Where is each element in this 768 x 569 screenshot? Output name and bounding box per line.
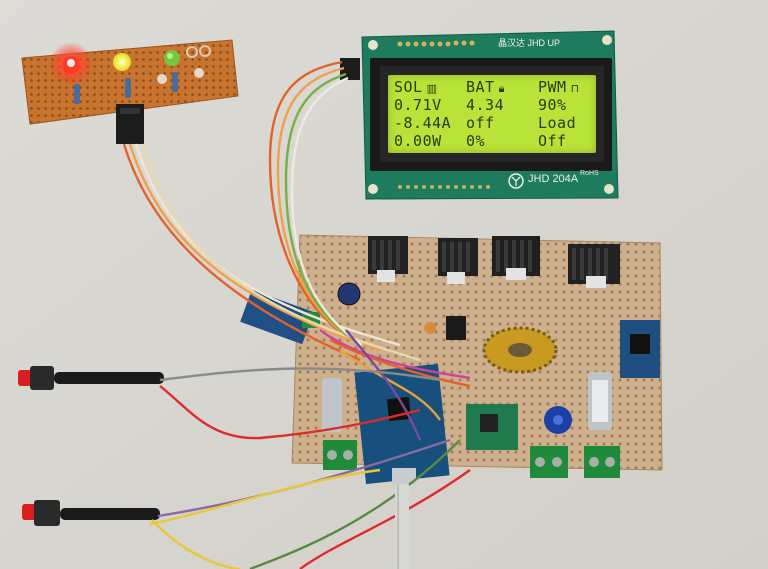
lcd-solar-power: 0.00W: [394, 132, 442, 150]
lcd-battery-percent: 0%: [466, 132, 486, 150]
lock-icon: 🔒︎: [498, 82, 505, 95]
yellow-led: [113, 53, 131, 71]
button-bottom-wires: [149, 438, 471, 569]
lcd-load-label: Load: [538, 114, 577, 132]
fuse-holder: [322, 378, 342, 432]
pwm-wave-icon: ⊓: [570, 82, 580, 95]
lcd-pwm-value: 90%: [538, 96, 567, 114]
rohs-label: RoHS: [580, 170, 599, 177]
lcd-load-state: Off: [538, 132, 567, 150]
usb-port: [392, 468, 416, 484]
button-top-wires: [159, 367, 441, 440]
terminal-block: [584, 446, 620, 478]
manufacturer-logo: [508, 173, 524, 189]
push-button-top[interactable]: [18, 366, 164, 390]
heatsink: [492, 236, 540, 280]
led-board: [21, 39, 239, 144]
lcd-top-silkscreen: 晶汉达 JHD UP: [498, 38, 561, 48]
battery-icon: ▥: [426, 82, 438, 95]
terminal-block: [323, 440, 357, 470]
heatsink: [568, 244, 620, 288]
main-perfboard: [240, 234, 663, 485]
lcd-solar-current: -8.44A: [394, 114, 452, 132]
sensor-module: [240, 289, 314, 345]
resistor: [172, 72, 178, 92]
heatsink: [368, 236, 408, 282]
lcd-row-3: -8.44A off Load: [394, 114, 603, 132]
ic-chip: [446, 316, 466, 340]
terminal-block: [530, 446, 568, 478]
electrolytic-capacitor: [337, 282, 361, 306]
lcd-wires: [268, 60, 363, 346]
board-wires: [319, 329, 471, 441]
resistor: [125, 78, 131, 98]
ceramic-capacitor: [424, 322, 436, 334]
lcd-battery-voltage: 4.34: [466, 96, 505, 114]
lcd-text-sol: SOL: [394, 78, 423, 96]
push-button-bottom[interactable]: [22, 500, 160, 526]
lcd-model-label: JHD 204A: [528, 173, 579, 185]
lcd-row-2: 0.71V 4.34 90%: [394, 96, 603, 114]
lcd-solar-voltage: 0.71V: [394, 96, 442, 114]
lcd-row-4: 0.00W 0% Off: [394, 132, 603, 150]
lcd-row-1: SOL▥ BAT🔒︎ PWM⊓: [394, 78, 603, 96]
lcd-text-pwm: PWM: [538, 78, 567, 96]
lcd-screen: SOL▥ BAT🔒︎ PWM⊓ 0.71V 4.34 90% -8.44A of…: [388, 75, 596, 153]
arduino-nano: [354, 363, 450, 485]
lcd-text-bat: BAT: [466, 78, 495, 96]
resistor: [74, 84, 80, 104]
heatsink: [438, 238, 478, 284]
lcd-battery-state: off: [466, 114, 495, 132]
